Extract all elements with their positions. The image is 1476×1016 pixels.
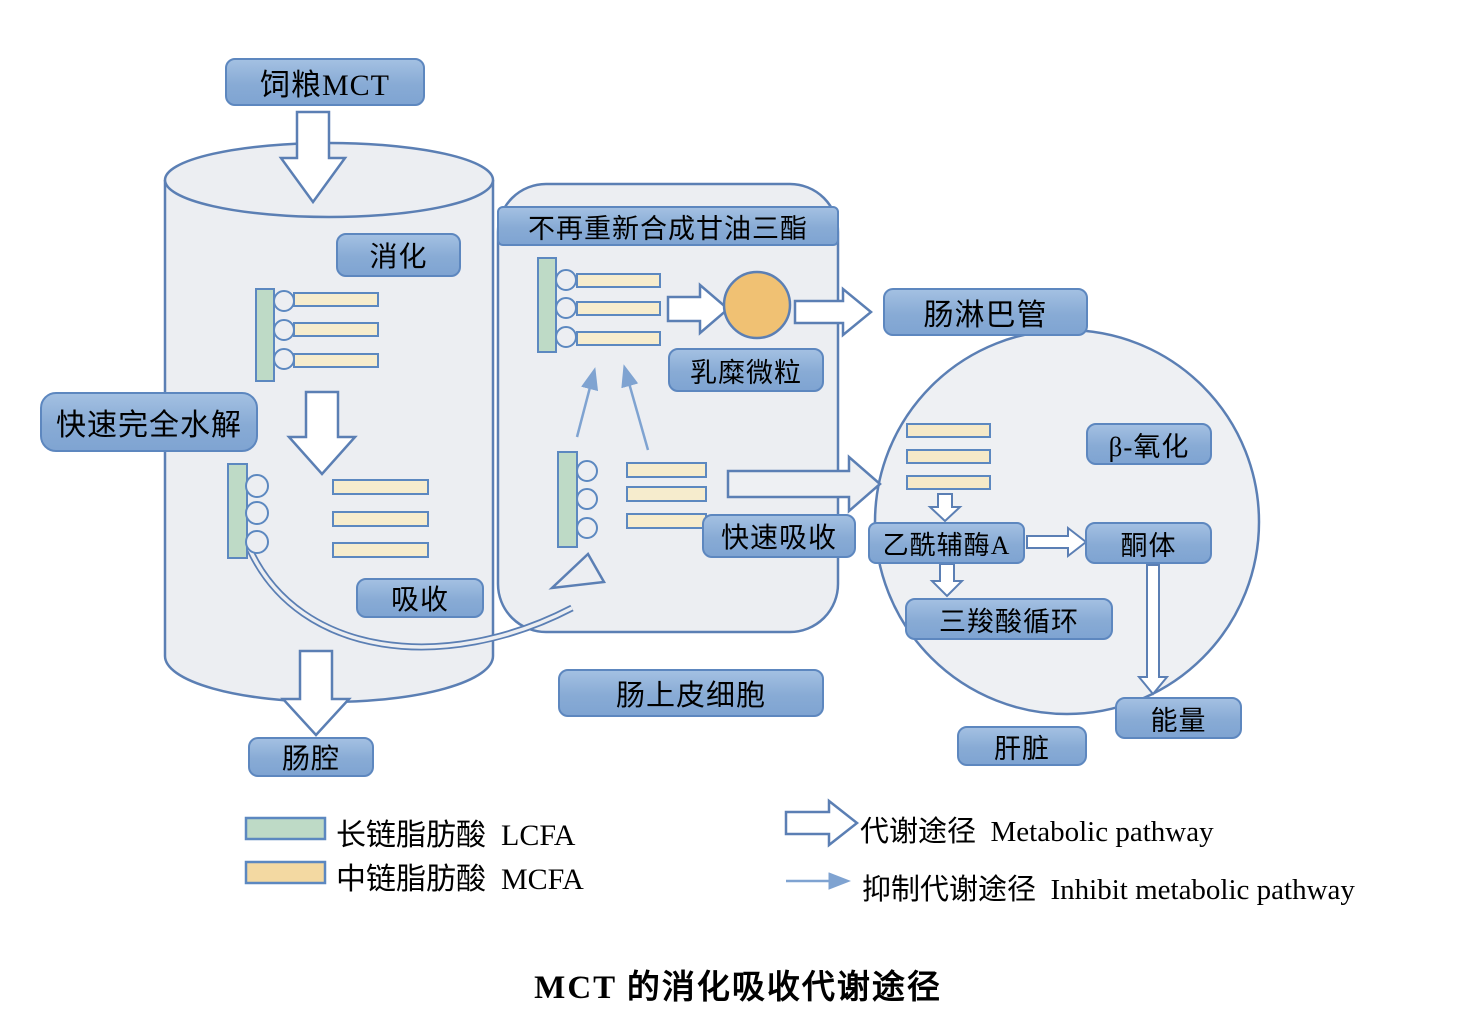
node-beta-oxidation: β-氧化 [1086, 423, 1212, 465]
legend-metabolic-pathway-label: 代谢途径 Metabolic pathway [860, 816, 1214, 848]
arrow-to-chylomicron [666, 282, 730, 336]
node-liver: 肝脏 [957, 726, 1087, 766]
mcfa-liver-bars [906, 423, 991, 490]
arrow-acetylcoa-to-tca [929, 563, 965, 598]
inhibit-arrow-left [575, 367, 599, 438]
arrow-rapid-absorption-to-liver [726, 454, 882, 514]
arrow-digestion-down [286, 390, 358, 476]
node-digestion: 消化 [336, 233, 461, 277]
legend-lcfa-label: 长链脂肪酸 LCFA [336, 819, 576, 852]
node-acetyl-coa: 乙酰辅酶A [868, 522, 1025, 564]
legend-lcfa-swatch [244, 816, 327, 841]
arrow-to-lumen-label [280, 649, 352, 737]
node-chylomicron: 乳糜微粒 [668, 348, 824, 392]
absorption-curved-arrow [246, 548, 607, 651]
inhibit-arrow-right [621, 364, 650, 451]
legend-mcfa-swatch [244, 860, 327, 885]
chylomicron-circle [722, 270, 792, 340]
node-rapid-hydrolysis: 快速完全水解 [40, 392, 258, 452]
legend-mcfa-label: 中链脂肪酸 MCFA [336, 863, 584, 896]
node-ketone-bodies: 酮体 [1085, 522, 1212, 564]
arrow-mct-into-lumen [278, 110, 348, 205]
arrow-acetylcoa-to-ketone [1026, 525, 1088, 559]
node-energy: 能量 [1115, 697, 1242, 739]
node-absorption: 吸收 [356, 578, 484, 618]
triglyceride-lumen [255, 288, 379, 382]
node-epithelial-cell: 肠上皮细胞 [558, 669, 824, 717]
node-intestinal-lumen: 肠腔 [248, 737, 374, 777]
node-no-resynthesis: 不再重新合成甘油三酯 [497, 206, 839, 246]
legend-block-arrow [784, 798, 860, 848]
node-dietary-mct: 饲粮MCT [225, 58, 425, 106]
node-lymph-vessel: 肠淋巴管 [883, 288, 1088, 336]
arrow-to-lymph-vessel [793, 286, 873, 338]
epithelial-cell-shape [496, 182, 840, 634]
hydrolysed-cell [557, 451, 707, 548]
arrow-ketone-to-energy [1136, 564, 1170, 696]
legend-inhibit-pathway-label: 抑制代谢途径 Inhibit metabolic pathway [862, 874, 1355, 906]
hydrolysed-lumen [227, 463, 429, 559]
diagram-title: MCT 的消化吸收代谢途径 [534, 970, 942, 1006]
node-rapid-absorption: 快速吸收 [702, 514, 856, 558]
arrow-mcfa-to-acetylcoa [927, 493, 963, 523]
node-tca-cycle: 三羧酸循环 [905, 598, 1113, 640]
triglyceride-cell [537, 257, 661, 353]
